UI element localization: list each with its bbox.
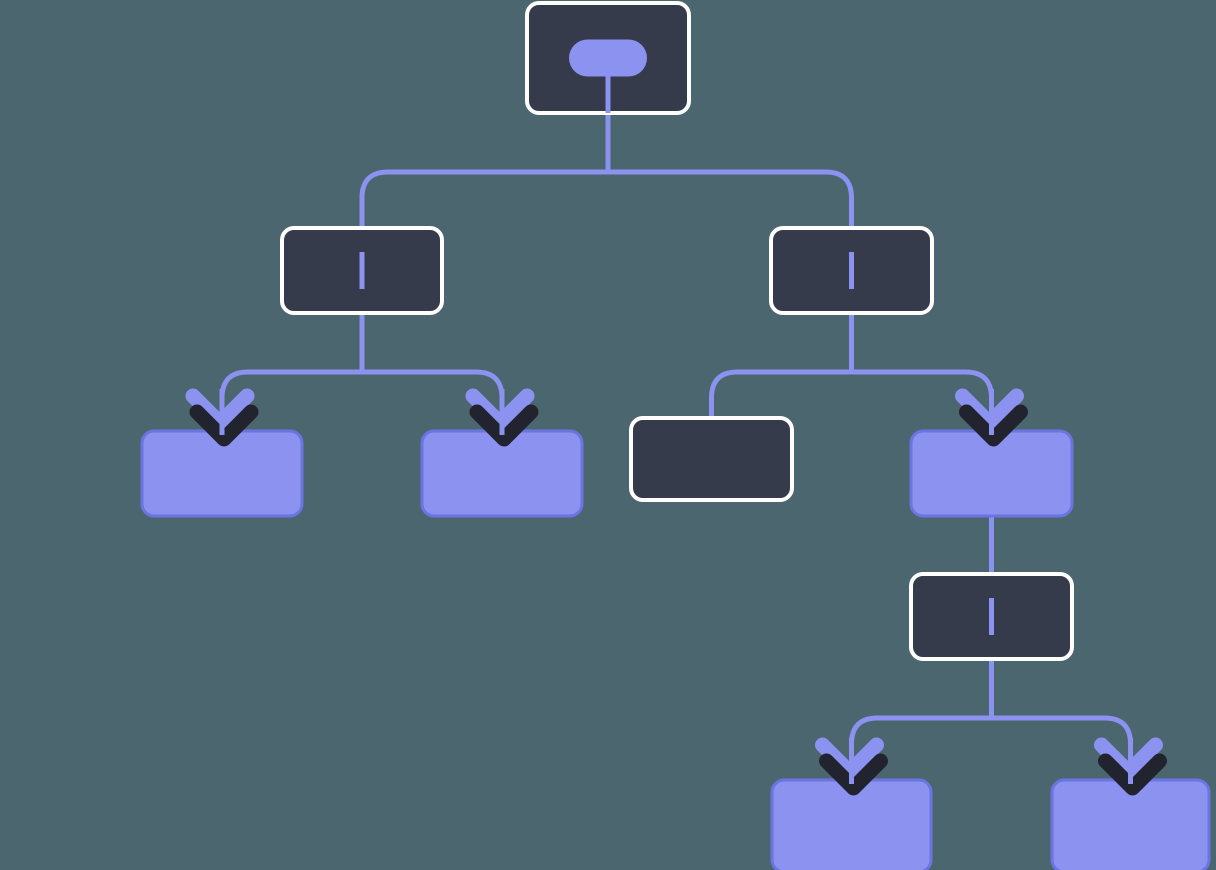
edge-n0-to-n1: [359, 169, 608, 234]
arrowhead-layer: [185, 388, 1167, 796]
edge-n2-to-n5: [709, 369, 852, 424]
node-body-dark[interactable]: [629, 416, 794, 502]
arrowhead-shadow-n8: [819, 753, 888, 796]
arrowhead-shadow-n4: [469, 404, 539, 447]
arrowhead-shadow-n3: [189, 404, 259, 447]
inner-edge-mark-layer: [359, 39, 994, 635]
edge-n0-to-n2: [608, 169, 854, 234]
node-n5[interactable]: [629, 416, 794, 502]
arrowhead-shadow-n9: [1098, 753, 1167, 796]
arrowhead-shadow-n6: [959, 404, 1028, 447]
node-layer: [140, 1, 1211, 870]
